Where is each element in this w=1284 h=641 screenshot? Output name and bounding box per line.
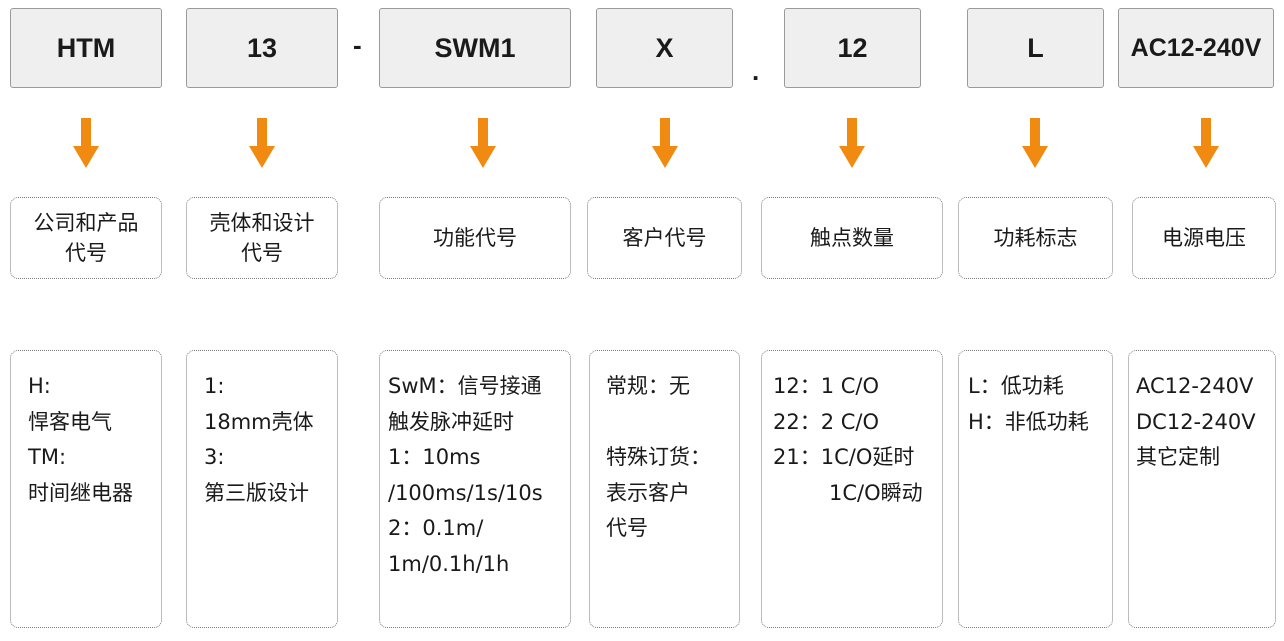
desc-line: 代号 (606, 516, 648, 540)
desc-line: H: (28, 374, 51, 398)
label-box-voltage: 电源电压 (1132, 197, 1276, 279)
desc-line: DC12-240V (1136, 409, 1256, 434)
desc-line: 悍客电气 (28, 409, 112, 434)
desc-line: 其它定制 (1136, 445, 1220, 469)
desc-line: /100ms/1s/10s (388, 480, 543, 505)
desc-box-company: H: 悍客电气 TM: 时间继电器 (10, 350, 162, 628)
desc-line: 1: (204, 374, 225, 398)
arrow-down-icon (652, 118, 678, 168)
arrow-down-icon (249, 118, 275, 168)
code-box-x: X (596, 8, 733, 88)
desc-line: 表示客户 (606, 480, 690, 505)
separator-dot: . (752, 56, 760, 86)
arrow-down-icon (470, 118, 496, 168)
desc-line: 3: (204, 445, 225, 469)
label-box-customer: 客户代号 (587, 197, 742, 279)
desc-box-voltage: AC12-240V DC12-240V 其它定制 (1128, 350, 1276, 628)
desc-line: 第三版设计 (204, 480, 309, 505)
arrow-down-icon (1022, 118, 1048, 168)
desc-line: TM: (28, 445, 67, 469)
label-line: 壳体和设计 (209, 211, 315, 235)
label-box-function: 功能代号 (379, 197, 571, 279)
code-box-12: 12 (784, 8, 921, 88)
code-text: L (1027, 32, 1044, 63)
desc-line: AC12-240V (1136, 374, 1254, 398)
desc-line: 21：1C/O延时 (773, 445, 915, 469)
desc-line: H：非低功耗 (968, 409, 1089, 434)
desc-line (606, 405, 739, 441)
arrow-down-icon (839, 118, 865, 168)
desc-line: 1C/O瞬动 (829, 480, 923, 505)
label-line: 功能代号 (433, 226, 517, 250)
label-box-company: 公司和产品 代号 (10, 197, 162, 279)
desc-box-power: L：低功耗 H：非低功耗 (958, 350, 1113, 628)
label-box-power: 功耗标志 (958, 197, 1113, 279)
label-line: 客户代号 (622, 226, 707, 250)
code-box-13: 13 (186, 8, 338, 88)
desc-box-contacts: 12：1 C/O 22：2 C/O 21：1C/O延时 1C/O瞬动 (761, 350, 943, 628)
code-text: 12 (837, 32, 868, 63)
desc-line: 18mm壳体 (204, 409, 314, 434)
label-line: 代号 (241, 241, 283, 265)
desc-line: 12：1 C/O (773, 374, 880, 398)
desc-line: 1：10ms (388, 445, 481, 469)
code-box-l: L (967, 8, 1104, 88)
desc-line: 特殊订货： (606, 445, 711, 469)
desc-line: 触发脉冲延时 (388, 409, 514, 434)
desc-line: L：低功耗 (968, 374, 1064, 398)
code-text: SWM1 (434, 32, 516, 63)
label-line: 触点数量 (810, 226, 894, 250)
label-line: 代号 (65, 241, 107, 265)
desc-line: 22：2 C/O (773, 409, 880, 434)
desc-line: 2：0.1m/ (388, 516, 484, 540)
desc-line: 常规：无 (606, 374, 690, 398)
label-line: 公司和产品 (33, 211, 139, 235)
desc-box-function: SwM：信号接通 触发脉冲延时 1：10ms /100ms/1s/10s 2：0… (379, 350, 571, 628)
arrow-down-icon (1193, 118, 1219, 168)
code-box-htm: HTM (10, 8, 162, 88)
desc-line: 时间继电器 (28, 480, 133, 505)
label-line: 电源电压 (1162, 226, 1246, 250)
code-text: HTM (56, 32, 116, 63)
label-box-contacts: 触点数量 (761, 197, 943, 279)
label-box-housing: 壳体和设计 代号 (186, 197, 338, 279)
separator-dash: - (353, 30, 362, 60)
desc-box-housing: 1: 18mm壳体 3: 第三版设计 (186, 350, 338, 628)
label-line: 功耗标志 (993, 226, 1078, 250)
desc-line: 1m/0.1h/1h (388, 551, 510, 576)
code-text: X (655, 32, 674, 63)
code-text: AC12-240V (1130, 33, 1262, 62)
code-box-swm1: SWM1 (379, 8, 571, 88)
code-box-voltage: AC12-240V (1118, 8, 1274, 88)
desc-box-customer: 常规：无 特殊订货： 表示客户 代号 (589, 350, 740, 628)
code-text: 13 (246, 32, 278, 63)
arrow-down-icon (73, 118, 99, 168)
desc-line: SwM：信号接通 (388, 374, 542, 398)
